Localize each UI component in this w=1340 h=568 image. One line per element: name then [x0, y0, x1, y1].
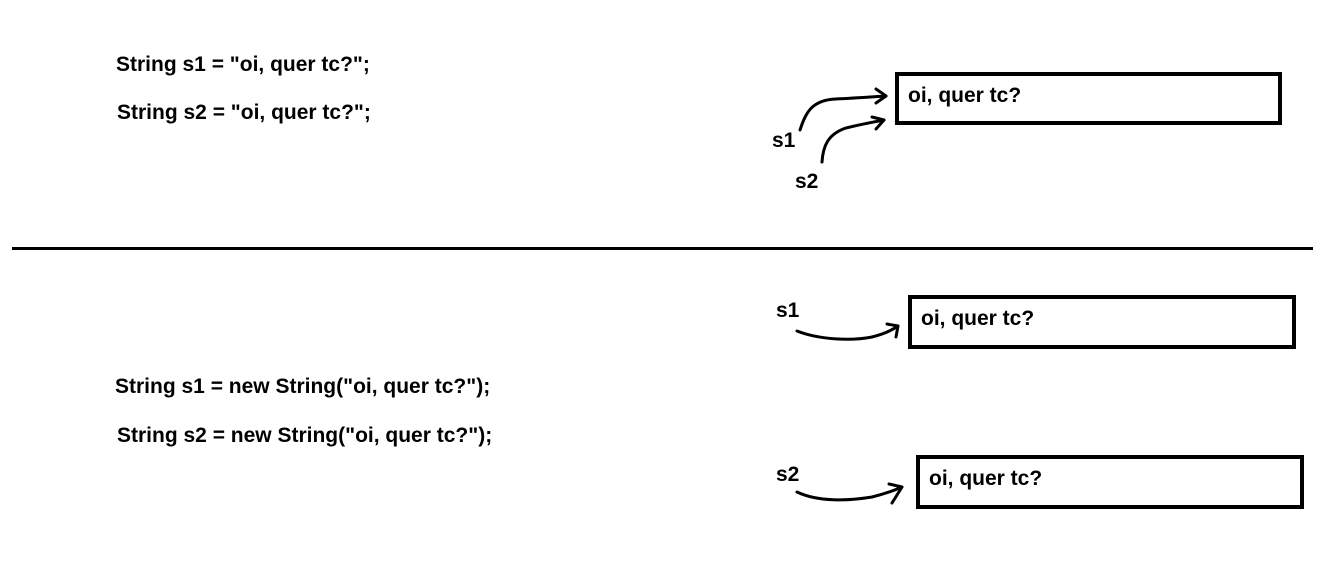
bottom-string-object-s2: oi, quer tc? [916, 455, 1304, 509]
top-s1-arrowhead [874, 87, 888, 105]
top-shared-string-value: oi, quer tc? [908, 84, 1022, 107]
top-ref-s1-label: s1 [772, 129, 796, 152]
top-ref-s2-label: s2 [795, 170, 819, 193]
bottom-string-value-s2: oi, quer tc? [929, 467, 1043, 490]
bottom-code-line-s2: String s2 = new String("oi, quer tc?"); [117, 424, 493, 447]
bottom-string-value-s1: oi, quer tc? [921, 307, 1035, 330]
top-code-line-s1: String s1 = "oi, quer tc?"; [116, 53, 370, 76]
section-divider [12, 247, 1313, 250]
bottom-ref-s2-label: s2 [776, 463, 800, 486]
bottom-s1-arrow [795, 324, 900, 341]
top-s2-arrowhead [870, 115, 886, 131]
bottom-ref-s1-label: s1 [776, 299, 800, 322]
bottom-string-object-s1: oi, quer tc? [908, 295, 1296, 349]
top-code-line-s2: String s2 = "oi, quer tc?"; [117, 101, 371, 124]
top-s1-arrow [798, 94, 888, 132]
top-s2-arrow [820, 118, 886, 164]
bottom-code-line-s1: String s1 = new String("oi, quer tc?"); [115, 375, 491, 398]
bottom-s2-arrow [795, 485, 904, 502]
bottom-s1-arrowhead [885, 322, 900, 339]
top-shared-string-object: oi, quer tc? [895, 72, 1282, 125]
bottom-s2-arrowhead [887, 482, 904, 505]
